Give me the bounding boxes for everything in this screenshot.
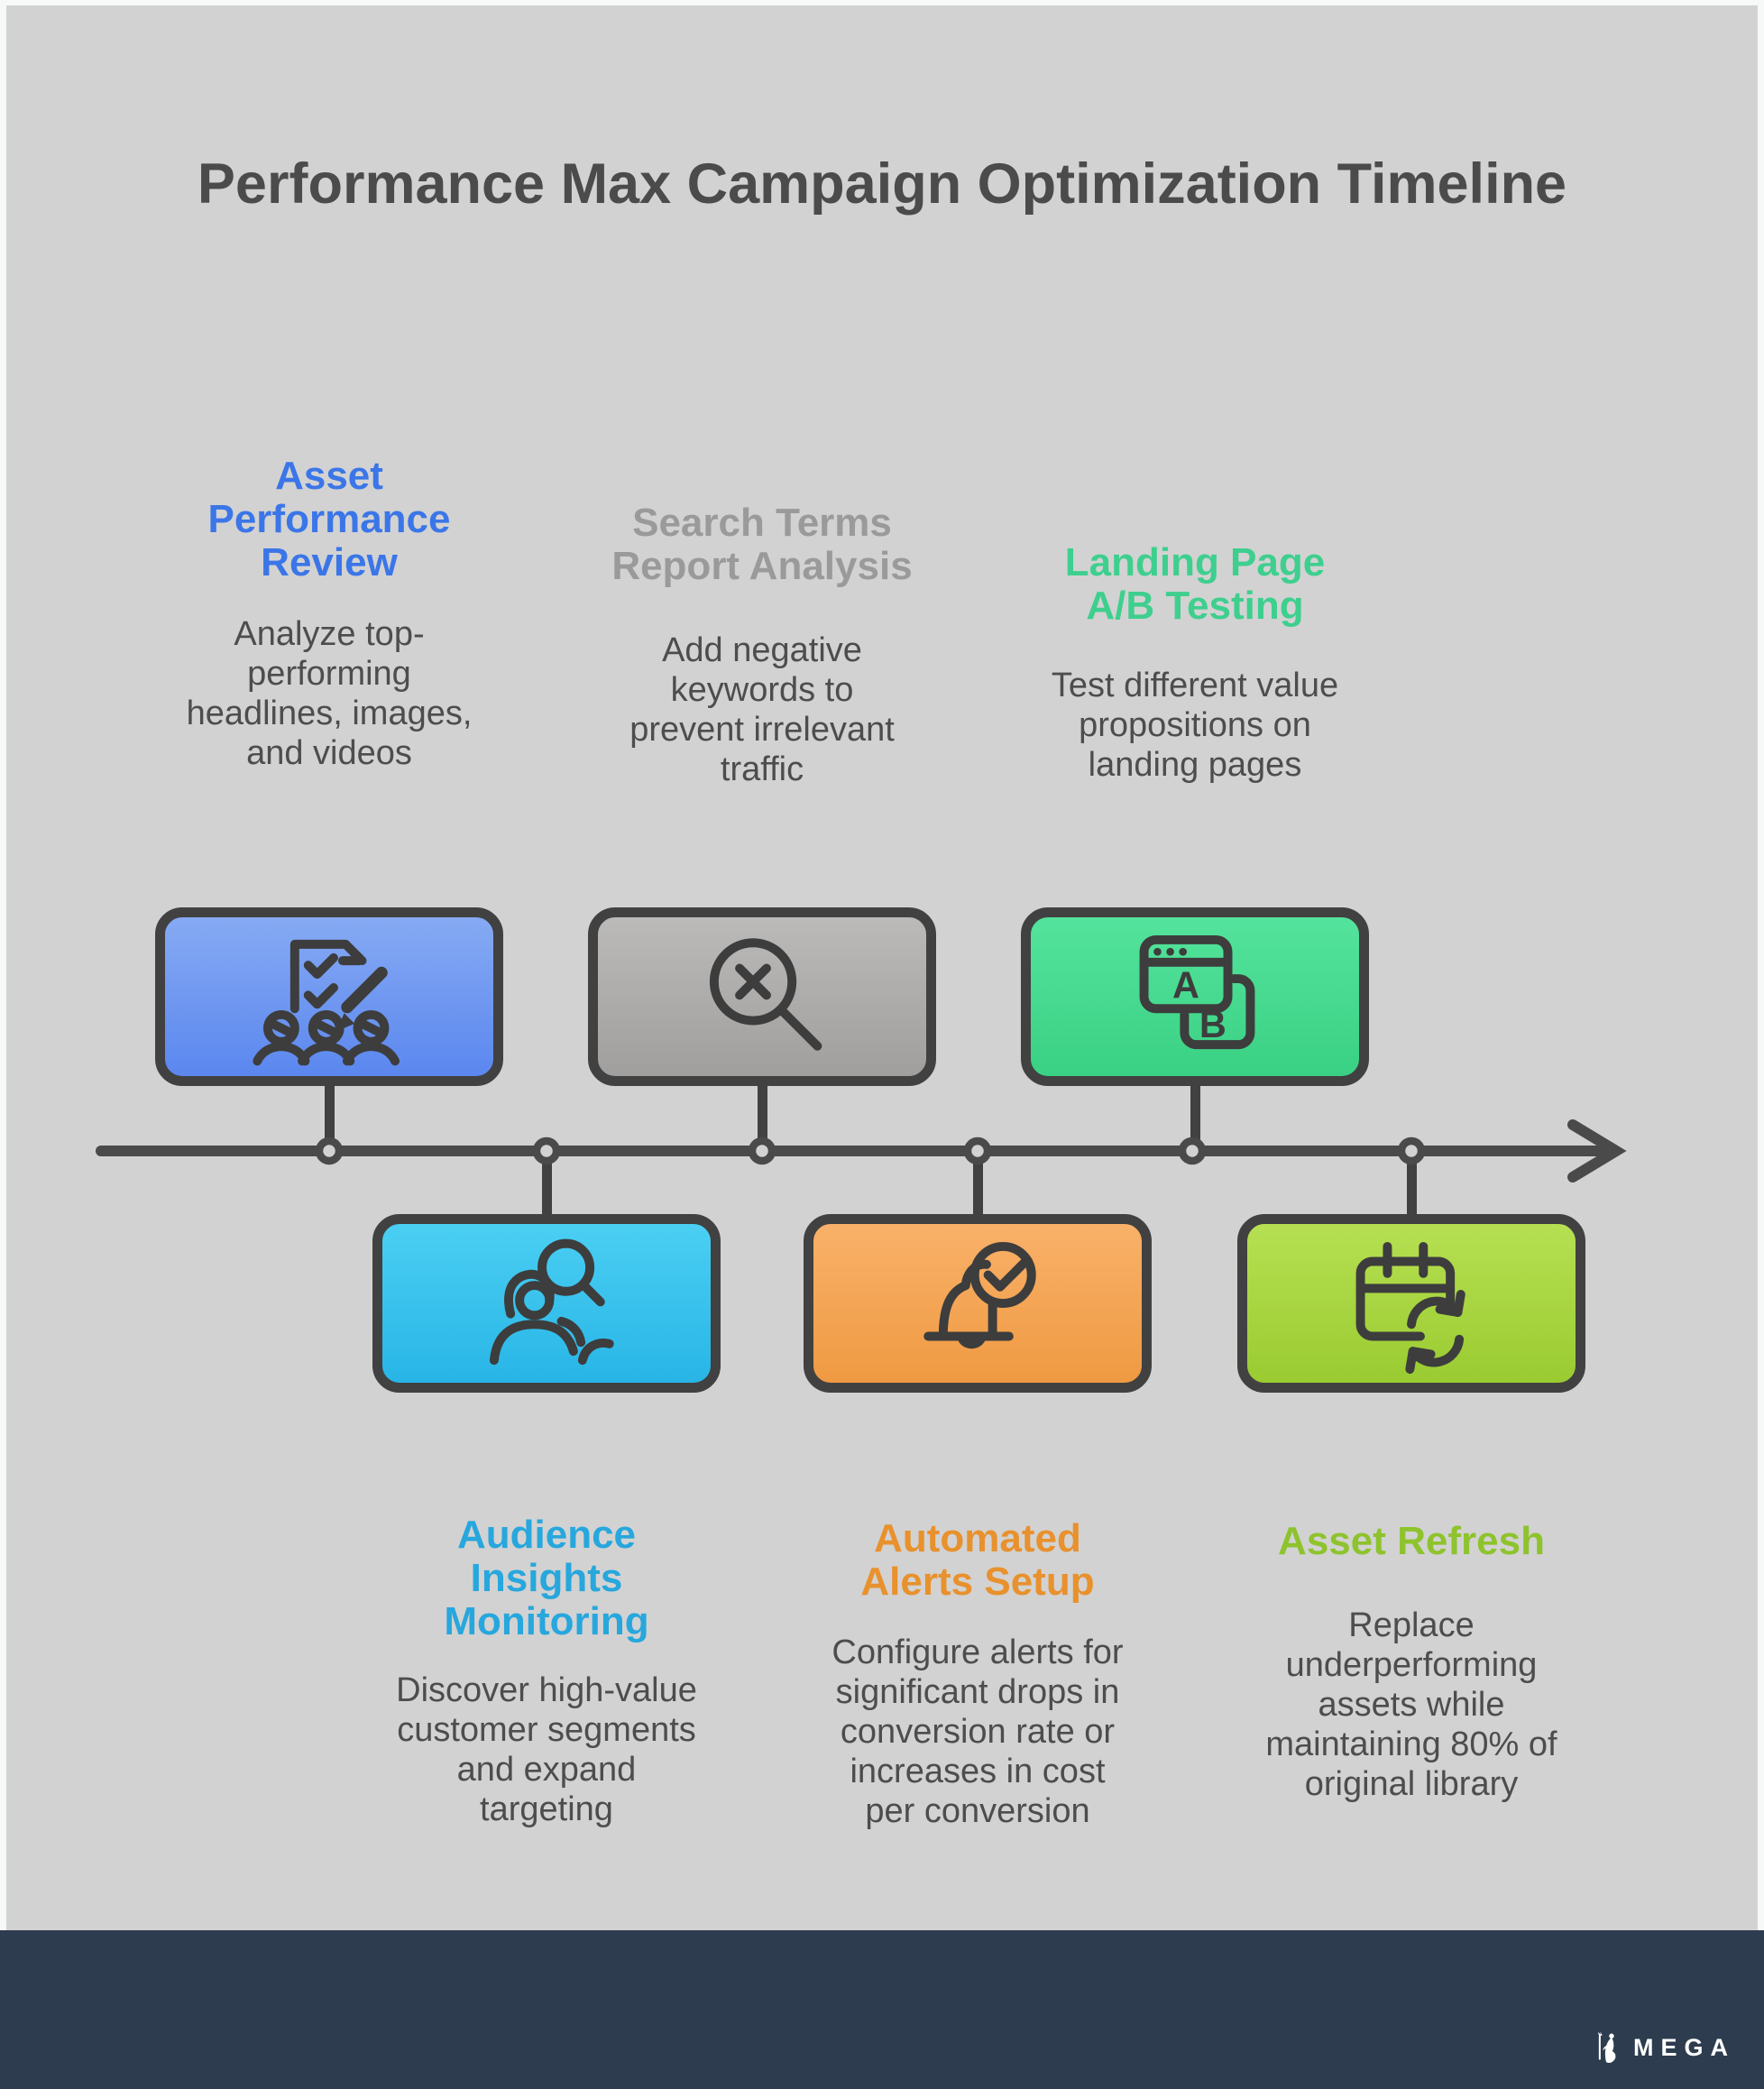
timeline-axis <box>96 1119 1627 1183</box>
milestone-4-box <box>372 1214 721 1393</box>
milestone-6-box <box>1237 1214 1585 1393</box>
milestone-1-box <box>155 907 503 1086</box>
connector-line <box>542 1151 552 1214</box>
milestone-1-title: Asset Performance Review <box>207 454 451 584</box>
milestone-2-description: Add negative keywords to prevent irrelev… <box>629 631 895 788</box>
milestone-3-description: Test different value propositions on lan… <box>1051 667 1339 784</box>
mage-figure-icon <box>1597 2031 1616 2064</box>
timeline-node <box>748 1137 776 1165</box>
connector-line <box>1190 1086 1200 1151</box>
ab-test-windows-icon: A B <box>1139 934 1255 1050</box>
milestone-5-description: Configure alerts for significant drops i… <box>831 1633 1124 1830</box>
milestone-6-title: Asset Refresh <box>1278 1519 1545 1563</box>
brand-name: MEGA <box>1633 2033 1735 2061</box>
milestone-1-description: Analyze top-performing headlines, images… <box>186 615 473 772</box>
milestone-5-box <box>804 1214 1152 1393</box>
connector-line <box>973 1151 983 1214</box>
milestone-5-title: Automated Alerts Setup <box>860 1516 1095 1604</box>
milestone-3-title: Landing Page A/B Testing <box>1064 540 1326 628</box>
audience-search-icon <box>489 1238 614 1366</box>
milestone-2-box <box>588 907 936 1086</box>
connector-line <box>1407 1151 1417 1214</box>
brand-logo: MEGA <box>1591 2029 1735 2066</box>
right-arrow-icon <box>1567 1119 1627 1183</box>
milestone-6-description: Replace underperforming assets while mai… <box>1265 1606 1557 1803</box>
milestone-3-box: A B <box>1021 907 1369 1086</box>
timeline-node <box>315 1137 344 1165</box>
search-exclude-icon <box>709 938 822 1051</box>
svg-text:A: A <box>1172 964 1199 1007</box>
timeline-node <box>532 1137 561 1165</box>
svg-text:B: B <box>1199 1003 1227 1045</box>
milestone-4-title: Audience Insights Monitoring <box>444 1513 649 1643</box>
calendar-refresh-icon <box>1355 1241 1465 1375</box>
milestone-4-description: Discover high-value customer segments an… <box>396 1671 697 1828</box>
milestone-2-title: Search Terms Report Analysis <box>611 501 913 588</box>
timeline-node <box>1397 1137 1426 1165</box>
checklist-people-icon <box>253 939 400 1066</box>
page-title: Performance Max Campaign Optimization Ti… <box>197 152 1567 216</box>
alert-bell-check-icon <box>923 1241 1036 1349</box>
footer-bar: MEGA <box>0 1930 1764 2089</box>
connector-line <box>325 1086 335 1151</box>
timeline-node <box>1178 1137 1207 1165</box>
timeline-node <box>963 1137 992 1165</box>
connector-line <box>758 1086 767 1151</box>
